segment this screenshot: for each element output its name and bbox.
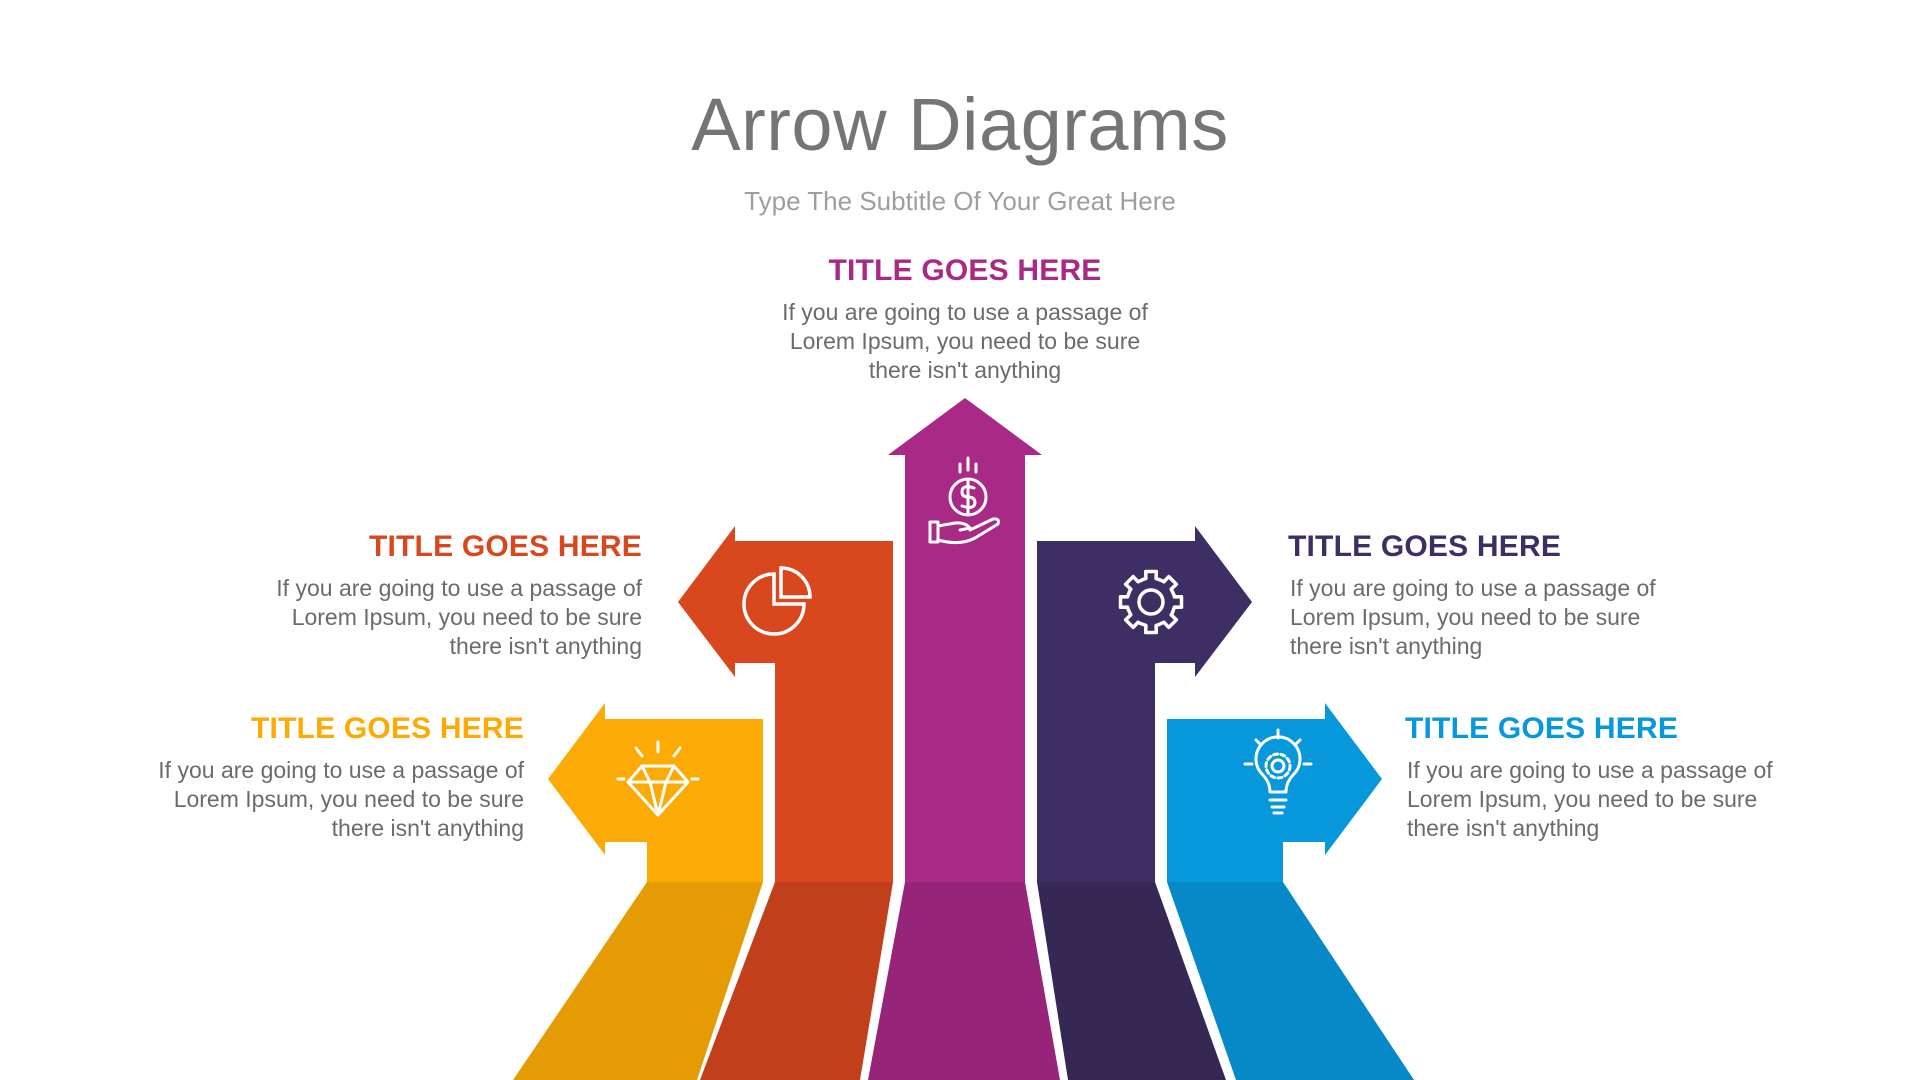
arrow-orange (678, 526, 893, 882)
lightbulb-icon (1243, 728, 1313, 815)
floor-strip-purple (1037, 882, 1226, 1080)
pie-chart-icon (742, 566, 812, 636)
item-title: TITLE GOES HERE (368, 530, 642, 563)
item-label-blue: TITLE GOES HERE If you are going to use … (1405, 712, 1845, 843)
item-title: TITLE GOES HERE (828, 254, 1102, 287)
item-body: If you are going to use a passage of Lor… (276, 575, 642, 659)
floor-strip-orange (700, 882, 893, 1080)
floor-strip-blue (1167, 882, 1414, 1080)
arrow-yellow (548, 703, 763, 882)
diamond-icon (616, 740, 700, 817)
hand-coin-icon (928, 456, 1000, 545)
arrow-purple (1037, 526, 1252, 882)
item-body: If you are going to use a passage of Lor… (1407, 757, 1773, 841)
item-title: TITLE GOES HERE (1405, 712, 1679, 745)
arrow-magenta (888, 398, 1042, 882)
item-title: TITLE GOES HERE (1288, 530, 1562, 563)
item-label-purple: TITLE GOES HERE If you are going to use … (1288, 530, 1728, 661)
page-title: Arrow Diagrams (691, 83, 1229, 166)
page-subtitle: Type The Subtitle Of Your Great Here (744, 186, 1176, 216)
item-body: If you are going to use a passage of Lor… (1290, 575, 1656, 659)
item-label-orange: TITLE GOES HERE If you are going to use … (202, 530, 642, 661)
floor-strip-magenta (868, 882, 1060, 1080)
item-label-yellow: TITLE GOES HERE If you are going to use … (84, 712, 524, 843)
item-body: If you are going to use a passage of Lor… (158, 757, 524, 841)
floor-strip-yellow (513, 882, 763, 1080)
gear-icon (1118, 569, 1184, 635)
item-label-magenta: TITLE GOES HERE If you are going to use … (745, 254, 1185, 385)
item-title: TITLE GOES HERE (250, 712, 524, 745)
item-body: If you are going to use a passage of Lor… (782, 299, 1148, 383)
